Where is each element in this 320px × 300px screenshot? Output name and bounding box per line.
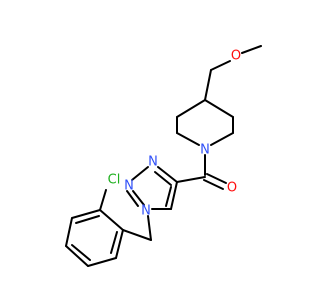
- bond-ar-c2-c3: [71, 209, 101, 219]
- bond-carbonyl-c-c4tri: [176, 176, 206, 183]
- bond-n3-n2: [131, 166, 149, 181]
- bond-ar-c4-c5-inner: [71, 244, 91, 261]
- methoxy-oxygen-label: O: [231, 49, 241, 64]
- carbonyl-oxygen-label: O: [227, 181, 237, 196]
- bond-ar-c6-c1-inner: [110, 231, 118, 254]
- bond-ar-c2-c3-inner: [75, 215, 100, 224]
- triazole-n1-label: N: [141, 204, 151, 219]
- bond-methyl-o: [241, 45, 262, 54]
- atom-labels: O N O N N N Cl: [108, 49, 241, 219]
- bond-c5tri-c4tri-b: [165, 186, 172, 207]
- bond-ar-c2-cl: [99, 189, 107, 211]
- piperidine-nitrogen-label: N: [200, 143, 210, 158]
- bond-c4tri-n3-b: [154, 171, 172, 186]
- molecule-canvas: O N O N N N Cl: [65, 45, 262, 267]
- molecule-structure: O N O N N N Cl: [65, 45, 262, 267]
- bond-carbonyl-double-1: [206, 173, 227, 184]
- bond-n2-n1-a: [132, 190, 145, 206]
- bond-o-ch2: [210, 60, 231, 71]
- bond-benzyl-ch2-c1: [122, 229, 152, 241]
- bond-ar-c1-c2: [99, 209, 124, 231]
- bond-c4tri-n3-a: [157, 166, 178, 183]
- bond-c5-c4: [176, 99, 206, 118]
- bond-n2-n1-b: [126, 190, 139, 207]
- bond-c2-n: [210, 132, 234, 146]
- bond-ar-c5-c6: [87, 257, 117, 267]
- bond-ar-c4-c5: [65, 245, 89, 267]
- bond-c4-c3: [204, 99, 234, 118]
- bond-ch2-c4: [204, 69, 212, 101]
- triazole-n3-label: N: [148, 155, 158, 170]
- triazole-n2-label: N: [124, 179, 134, 194]
- chlorine-label: Cl: [108, 173, 121, 188]
- bonds: [65, 45, 262, 267]
- bond-n1-benzyl-ch2: [147, 215, 152, 241]
- bond-ar-c6-c1: [115, 229, 124, 259]
- bond-n-c6: [176, 132, 200, 146]
- bond-ar-c3-c4: [65, 217, 73, 247]
- bond-carbonyl-double-2: [203, 179, 224, 190]
- bond-c5tri-c4tri-a: [170, 181, 178, 210]
